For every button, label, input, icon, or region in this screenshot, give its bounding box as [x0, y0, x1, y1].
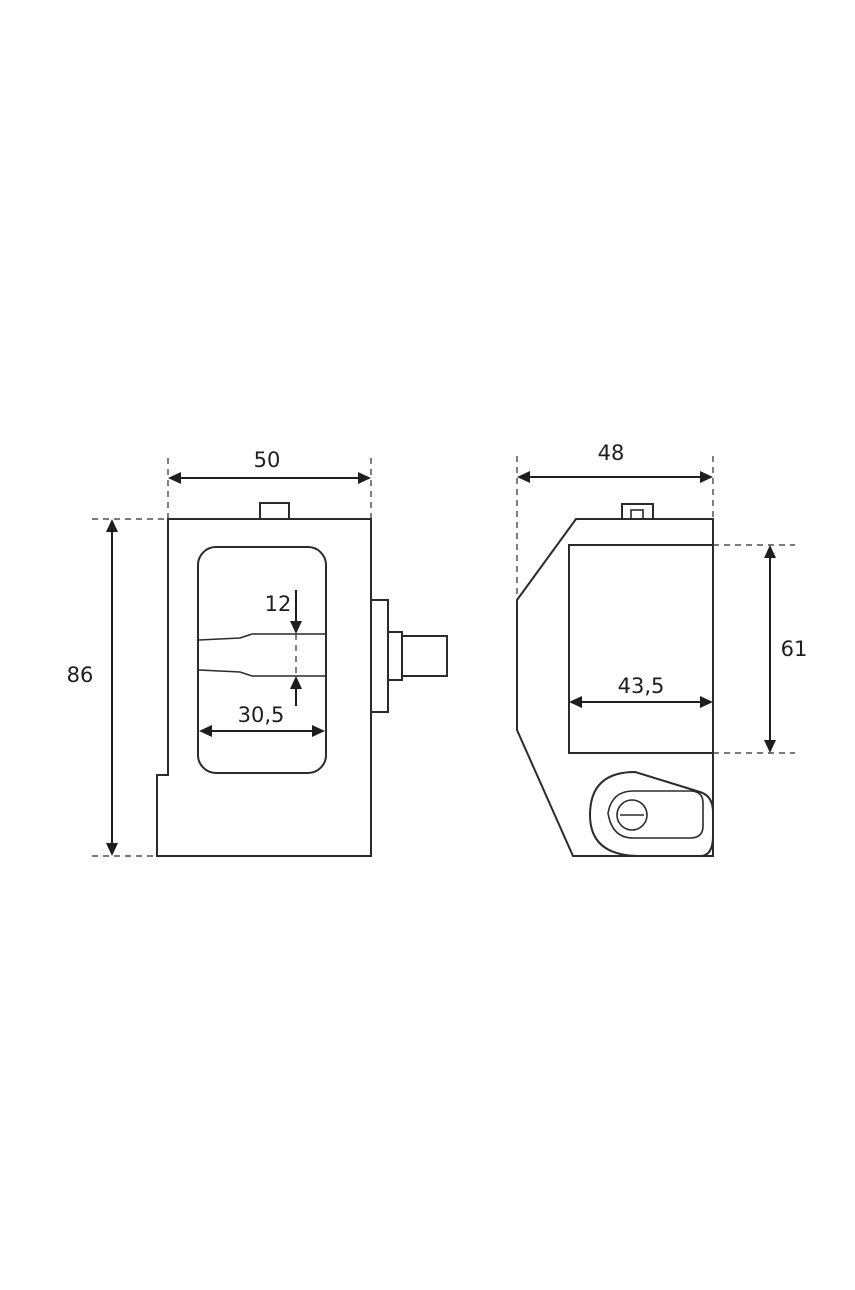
dim-12-label: 12: [265, 592, 292, 616]
side-lock-keyhole: [607, 790, 704, 839]
dim-30-5-arrow-left: [199, 725, 212, 737]
front-side-collar: [387, 631, 403, 681]
front-window: [197, 546, 327, 774]
dim-50-label: 50: [254, 448, 281, 472]
dim-43-5-arrow-left: [569, 696, 582, 708]
dim-48-arrow-right: [700, 471, 713, 483]
side-lock-cylinder: [616, 799, 648, 831]
front-body-outline: [156, 518, 372, 857]
side-lock-housing: [588, 770, 714, 857]
dim-61-arrow-bottom: [764, 740, 776, 753]
side-top-tab: [621, 503, 654, 520]
side-top-tab-inner: [630, 509, 644, 520]
front-side-plate: [370, 599, 389, 713]
dim-48-label: 48: [598, 441, 625, 465]
dim-12-arrow-bottom: [290, 676, 302, 689]
dim-12-arrow-top: [290, 621, 302, 634]
dim-50-arrow-left: [168, 472, 181, 484]
dim-86-label: 86: [67, 663, 94, 687]
front-side-shaft: [401, 635, 448, 677]
front-view: 50 86 12 30,5: [67, 448, 448, 857]
side-inner-window: [568, 544, 714, 754]
dim-61-arrow-top: [764, 545, 776, 558]
dim-86-arrow-top: [106, 519, 118, 532]
dim-30-5-arrow-right: [312, 725, 325, 737]
front-top-tab: [259, 502, 290, 520]
side-body-outline: [516, 518, 714, 857]
dim-86-arrow-bottom: [106, 843, 118, 856]
dim-50-arrow-right: [358, 472, 371, 484]
dim-61-label: 61: [781, 637, 808, 661]
dim-43-5-arrow-right: [700, 696, 713, 708]
dim-48-arrow-left: [517, 471, 530, 483]
dim-43-5-label: 43,5: [618, 674, 665, 698]
front-clamp-slot: [198, 633, 326, 677]
dim-30-5-label: 30,5: [238, 703, 285, 727]
side-view: 48 61 43,5: [516, 441, 808, 857]
